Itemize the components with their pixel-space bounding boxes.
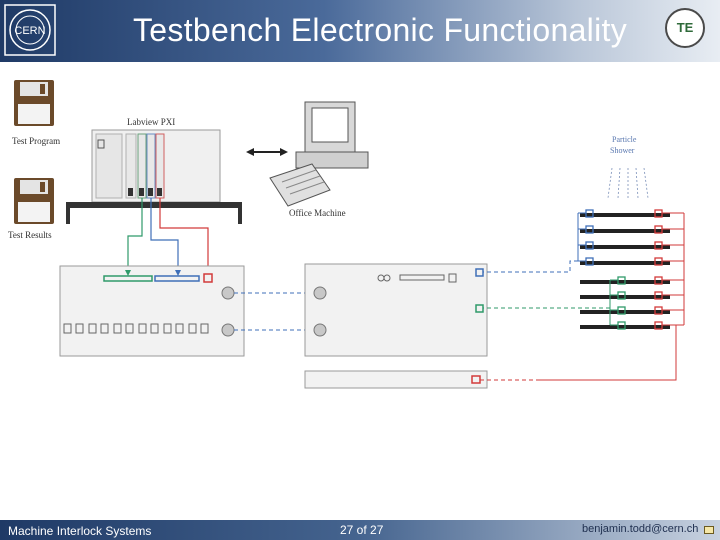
te-logo-text: TE (677, 20, 694, 35)
detector-rack-lower (580, 276, 670, 330)
floppy-disk-icon (14, 178, 54, 224)
author-email[interactable]: benjamin.todd@cern.ch (582, 523, 699, 535)
test-results-label: Test Results (8, 230, 52, 240)
testbench-diagram: Test Program Test Results Labview PXI (8, 80, 685, 389)
particle-shower-arrows (607, 167, 649, 199)
blue-rack-links (483, 212, 586, 273)
office-machine-label: Office Machine (289, 208, 346, 218)
page-number: 27 of 27 (340, 523, 384, 537)
particle-shower-label-1: Particle (612, 135, 637, 144)
green-rack-links (483, 279, 618, 326)
bottom-interlock-unit (304, 370, 488, 389)
mail-icon[interactable] (704, 526, 714, 534)
footer-department: Machine Interlock Systems (8, 524, 152, 538)
detector-rack-upper (580, 209, 670, 266)
slide-header: CERN Testbench Electronic Functionality … (0, 0, 720, 62)
floppy-disk-icon (14, 80, 54, 126)
red-rack-links (480, 212, 685, 381)
particle-shower-label-2: Shower (610, 146, 635, 155)
labview-pxi-label: Labview PXI (127, 117, 175, 127)
cern-logo-text: CERN (14, 25, 45, 37)
bidirectional-arrow-icon (246, 148, 288, 156)
test-program-label: Test Program (12, 136, 60, 146)
slide-footer: Machine Interlock Systems 27 of 27 benja… (0, 520, 720, 540)
te-logo: TE (665, 8, 705, 48)
middle-interlock-unit (304, 263, 488, 357)
slide-title: Testbench Electronic Functionality (133, 12, 627, 48)
office-computer-icon (269, 101, 369, 207)
cern-logo: CERN (4, 4, 56, 56)
bench-table (66, 202, 242, 208)
pxi-chassis (91, 129, 221, 203)
green-cable (127, 198, 143, 276)
blue-cable (150, 198, 179, 276)
left-interlock-unit (59, 265, 245, 357)
red-cable (159, 198, 209, 268)
